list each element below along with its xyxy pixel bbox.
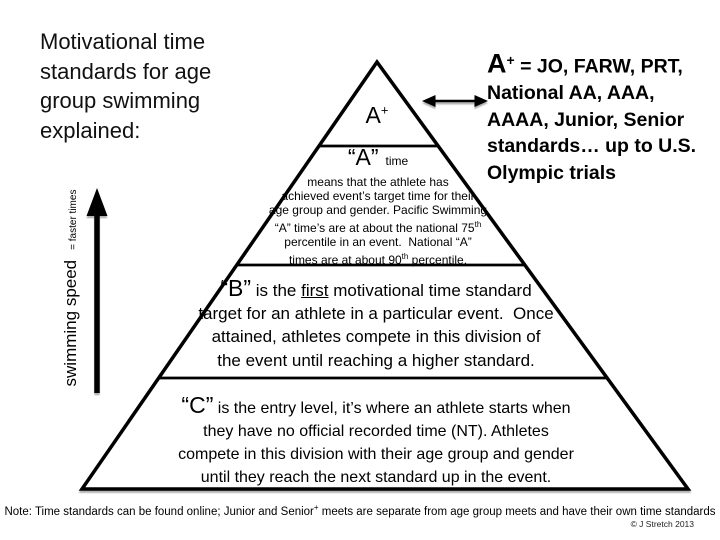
level-b-description: “B” is the first motivational time stand…	[163, 277, 589, 372]
level-b-line: target for an athlete in a particular ev…	[198, 304, 554, 324]
level-c-line: they have no official recorded time (NT)…	[203, 423, 549, 440]
title-line: standards for age	[40, 58, 212, 84]
level-c-line: compete in this division with their age …	[178, 446, 574, 463]
slide-title: Motivational time standards for age grou…	[40, 27, 280, 145]
level-b-letter: “B”	[220, 275, 252, 301]
swimming-speed-axis-label: swimming speed = faster times	[61, 182, 83, 394]
level-b-line: attained, athletes compete in this divis…	[211, 327, 541, 347]
pyramid-apex-label: A+	[327, 102, 427, 129]
level-a-description: means that the athlete has achieved even…	[225, 175, 531, 268]
level-a-letter: “A”	[347, 144, 379, 170]
axis-label-sub: = faster times	[68, 189, 79, 250]
apex-sup: +	[380, 102, 389, 118]
level-a-line: “A” time’s are at about the national 75t…	[225, 218, 531, 236]
level-a-heading: “A” time	[248, 143, 508, 175]
level-a-heading-small: time	[385, 154, 409, 168]
level-c-letter: “C”	[181, 392, 214, 418]
legend-line: A+ = JO, FARW, PRT,	[487, 47, 720, 80]
level-a-line: percentile in an event. National “A”	[284, 234, 472, 249]
level-b-line: “B” is the first motivational time stand…	[163, 277, 589, 302]
legend-line: Olympic trials	[487, 161, 616, 184]
legend-line: standards… up to U.S.	[487, 135, 697, 157]
note-sup: +	[313, 503, 319, 512]
axis-label-main: swimming speed	[61, 259, 80, 387]
level-a-line: age group and gender. Pacific Swimming	[268, 202, 488, 217]
level-b-line: the event until reaching a higher standa…	[217, 350, 535, 370]
legend-term-sup: +	[506, 52, 515, 68]
level-a-line: times are at about 90th percentile.	[225, 250, 531, 268]
level-a-line6-tail: percentile.	[408, 252, 468, 267]
note-text-tail: meets are separate from age group meets …	[318, 505, 716, 518]
level-a-line: means that the athlete has	[307, 175, 449, 189]
title-line: Motivational time	[40, 29, 206, 54]
double-arrow-icon	[422, 95, 488, 107]
title-line: explained:	[40, 117, 141, 143]
legend-line: National AA, AAA,	[487, 82, 655, 104]
note-text: Note: Time standards can be found online…	[4, 505, 314, 518]
speed-arrow-icon	[86, 188, 108, 393]
level-a-line6-sup: th	[401, 251, 409, 261]
a-plus-legend: A+ = JO, FARW, PRT, National AA, AAA, AA…	[487, 47, 720, 186]
level-c-line: “C” is the entry level, it’s where an at…	[118, 394, 634, 420]
level-c-line1-text: is the entry level, it’s where an athlet…	[213, 400, 571, 417]
level-b-line1-pre: is the	[251, 281, 302, 300]
level-a-line6-text: times are at about 90	[288, 252, 402, 267]
legend-term: A	[487, 48, 507, 79]
copyright-text: © J Stretch 2013	[630, 519, 694, 529]
level-c-line: until they reach the next standard up in…	[200, 469, 552, 486]
legend-line: AAAA, Junior, Senior	[487, 108, 685, 131]
level-a-line4-text: “A” time’s are at about the national 75	[274, 220, 475, 235]
apex-letter: A	[365, 102, 381, 128]
title-line: group swimming	[40, 88, 201, 113]
level-a-line: achieved event’s target time for their	[281, 188, 475, 203]
footer-note: Note: Time standards can be found online…	[0, 503, 720, 518]
level-b-underlined-word: first	[301, 281, 329, 300]
legend-line1-text: = JO, FARW, PRT,	[514, 55, 683, 78]
level-c-description: “C” is the entry level, it’s where an at…	[118, 394, 634, 489]
level-a-line4-sup: th	[474, 219, 482, 229]
pyramid-outline	[78, 58, 692, 491]
level-b-line1-post: motivational time standard	[328, 281, 532, 300]
